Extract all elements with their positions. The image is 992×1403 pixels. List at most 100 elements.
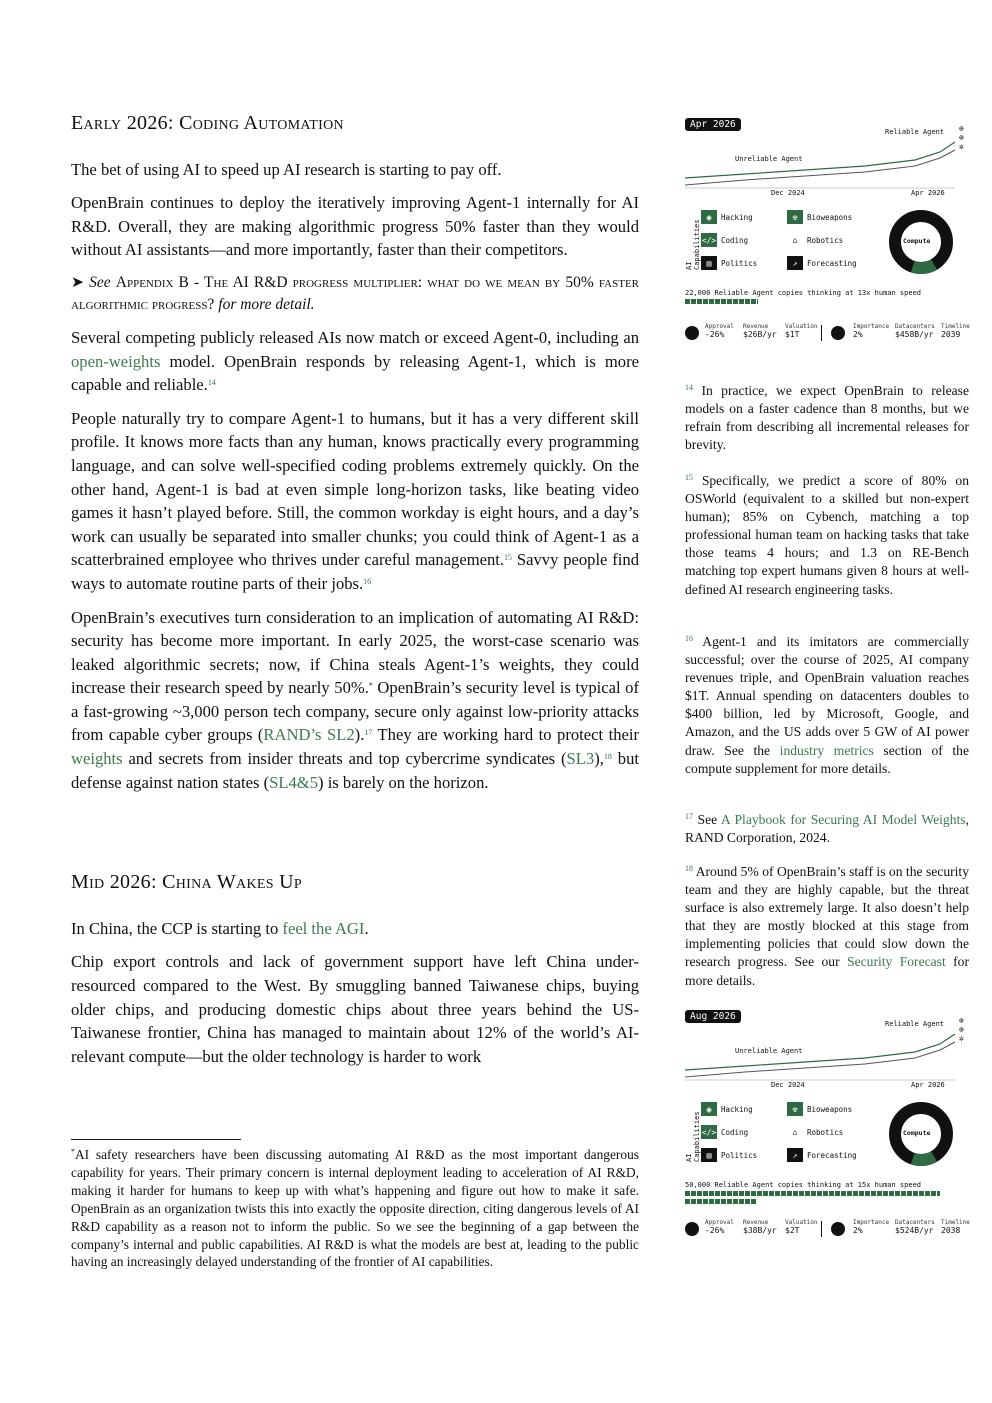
arrow-icon: ➤ xyxy=(71,273,90,291)
appendix-link[interactable]: Appendix B - The AI R&D progress multipl… xyxy=(71,273,639,313)
paragraph: OpenBrain’s executives turn consideratio… xyxy=(71,606,639,795)
axis-end-label: Apr 2026 xyxy=(911,189,945,197)
sidenote-text: Around 5% of OpenBrain’s staff is on the… xyxy=(685,864,969,970)
stat-revenue: Revenue$38B/yr xyxy=(743,1219,777,1235)
text: They are working hard to protect their xyxy=(372,725,639,745)
capability-label: Bioweapons xyxy=(807,1104,853,1114)
stat-label: Revenue xyxy=(743,323,769,330)
stat-value: 2038 xyxy=(941,1226,961,1235)
footnote-ref-14[interactable]: 14 xyxy=(207,378,216,388)
sidenote-16: 16 Agent-1 and its imitators are commerc… xyxy=(685,633,969,778)
stat-valuation: Valuation$1T xyxy=(785,323,818,339)
capability-icon: ◉ xyxy=(701,1102,717,1116)
capability-label: Politics xyxy=(721,258,758,268)
stat-label: Importance xyxy=(853,1219,890,1226)
capability-bioweapons: ☢Bioweapons xyxy=(787,1102,852,1116)
footnote-ref-star[interactable]: * xyxy=(368,681,373,691)
agent-copies-text: 22,000 Reliable Agent copies thinking at… xyxy=(685,289,922,297)
stat-label: Timeline xyxy=(941,1219,970,1226)
agent-copies-bar-row2 xyxy=(685,1199,757,1204)
reliable-agent-label: Reliable Agent xyxy=(885,128,945,136)
sidenote-num: 18 xyxy=(685,864,693,873)
text: ) is barely on the horizon. xyxy=(318,772,489,792)
rand-sl2-link[interactable]: RAND’s SL2 xyxy=(263,725,355,745)
footnote-star: *AI safety researchers have been discuss… xyxy=(71,1146,639,1271)
rand-playbook-link[interactable]: A Playbook for Securing AI Model Weights xyxy=(720,812,966,827)
main-column: Early 2026: Coding Automation The bet of… xyxy=(71,112,639,1078)
axis-end-label: Apr 2026 xyxy=(911,1081,945,1089)
sidenote-14: 14 In practice, we expect OpenBrain to r… xyxy=(685,382,969,454)
stat-label: Approval xyxy=(705,323,734,330)
open-weights-link[interactable]: open-weights xyxy=(71,351,161,371)
agent-copies-text: 50,000 Reliable Agent copies thinking at… xyxy=(685,1181,922,1189)
capability-label: Hacking xyxy=(721,1104,753,1114)
sl4-5-link[interactable]: SL4&5 xyxy=(269,772,319,792)
capability-hacking: ◉ Hacking xyxy=(701,1102,753,1116)
stats-divider xyxy=(821,325,822,341)
reliable-agent-label: Reliable Agent xyxy=(885,1020,945,1028)
industry-metrics-link[interactable]: industry metrics xyxy=(779,742,874,758)
stat-value: -26% xyxy=(705,1226,725,1235)
ai-capabilities-label: AI Capabilities xyxy=(685,219,701,270)
sidenote-18: 18 Around 5% of OpenBrain’s staff is on … xyxy=(685,863,969,990)
capability-label: Robotics xyxy=(807,1127,844,1137)
stat-value: $26B/yr xyxy=(743,330,777,339)
stat-value: -26% xyxy=(705,330,725,339)
stat-value: $458B/yr xyxy=(895,330,934,339)
capability-forecasting: ↗Forecasting xyxy=(787,1148,857,1162)
capability-trend-lines xyxy=(685,141,956,189)
stats-divider xyxy=(821,1221,822,1237)
capability-bioweapons: ☢Bioweapons xyxy=(787,210,852,224)
compute-donut xyxy=(889,1102,953,1166)
sidenote-num: 14 xyxy=(685,383,693,392)
capability-label: Forecasting xyxy=(807,1150,857,1160)
capability-label: Coding xyxy=(721,1127,749,1137)
stat-label: Timeline xyxy=(941,323,970,330)
spacer xyxy=(71,804,639,871)
capability-icon: ⌂ xyxy=(787,1125,803,1139)
footnote-ref-18[interactable]: 18 xyxy=(603,752,612,762)
unreliable-agent-line xyxy=(685,1041,956,1078)
text: model. OpenBrain responds by releasing A… xyxy=(71,351,639,395)
agent-copies-bar xyxy=(685,299,758,304)
weights-link[interactable]: weights xyxy=(71,749,123,769)
capability-label: Hacking xyxy=(721,212,753,222)
capability-trend-lines xyxy=(685,1033,956,1081)
text: Several competing publicly released AIs … xyxy=(71,327,639,347)
security-forecast-link[interactable]: Security Forecast xyxy=(847,954,946,970)
stat-revenue: Revenue$26B/yr xyxy=(743,323,777,339)
approval-icon xyxy=(685,1222,699,1236)
stat-approval: Approval-26% xyxy=(705,1219,734,1235)
stat-label: Datacenters xyxy=(895,323,935,330)
capability-politics: ▥Politics xyxy=(701,1148,757,1162)
sidenote-num: 16 xyxy=(685,634,693,643)
sidenote-text: section of the compute supplement for mo… xyxy=(685,742,970,776)
capability-icon: ☢ xyxy=(787,210,803,224)
sl3-link[interactable]: SL3 xyxy=(566,749,595,769)
footnote-ref-16[interactable]: 16 xyxy=(363,576,372,586)
capability-coding: </>Coding xyxy=(701,233,748,247)
capability-forecasting: ↗Forecasting xyxy=(787,256,857,270)
sidenote-num: 17 xyxy=(685,812,693,821)
feel-the-agi-link[interactable]: feel the AGI xyxy=(282,918,365,938)
text: but defense against nation states ( xyxy=(71,749,639,792)
text: ). xyxy=(354,725,365,745)
capability-label: Robotics xyxy=(807,235,844,245)
sidenote-num: 15 xyxy=(685,473,693,482)
sidenote-text: Agent-1 and its imitators are commercial… xyxy=(685,634,969,758)
stat-value: 2039 xyxy=(941,330,961,339)
footnote-ref-17[interactable]: 17 xyxy=(364,728,373,738)
text: OpenBrain’s executives turn consideratio… xyxy=(71,607,639,698)
capability-robotics: ⌂ Robotics xyxy=(787,1125,843,1139)
footnote-ref-15[interactable]: 15 xyxy=(504,553,513,563)
stat-value: $38B/yr xyxy=(743,1226,777,1235)
date-badge: Aug 2026 xyxy=(685,1010,741,1023)
section-title-early-2026: Early 2026: Coding Automation xyxy=(71,112,344,134)
stat-value: $2T xyxy=(785,1226,800,1235)
ai-capabilities-label: AI Capabilities xyxy=(685,1111,701,1162)
stat-value: $1T xyxy=(785,330,800,339)
stat-label: Valuation xyxy=(785,1219,818,1226)
capability-label: Forecasting xyxy=(807,258,857,268)
